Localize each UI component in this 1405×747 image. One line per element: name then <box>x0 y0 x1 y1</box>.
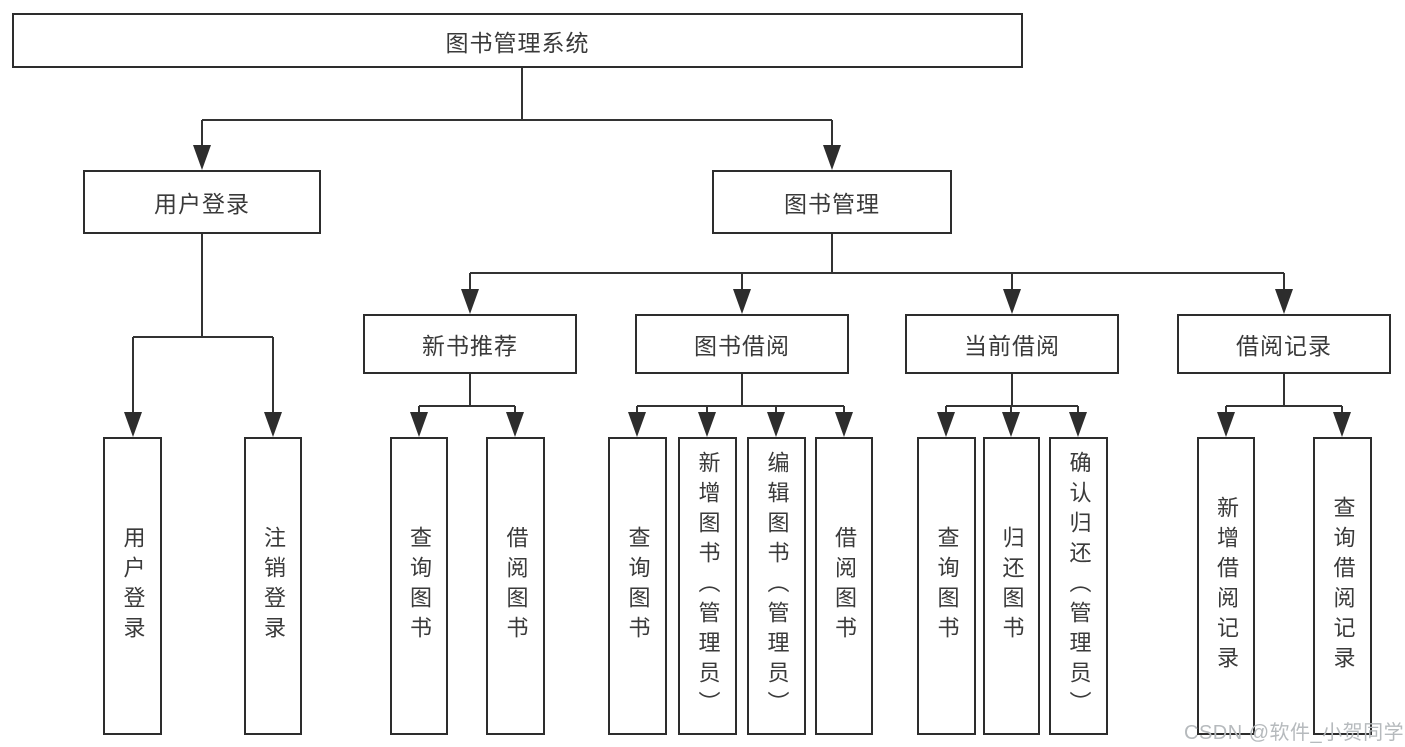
node-label: 借阅图书 <box>832 526 857 646</box>
node-label: 归还图书 <box>999 526 1025 646</box>
leaf-return-books: 归还图书 <box>983 437 1040 735</box>
node-label: 当前借阅 <box>964 333 1060 359</box>
node-label: 查询借阅记录 <box>1330 496 1356 676</box>
node-label: 编辑图书（管理员） <box>764 451 790 721</box>
node-label: 用户登录 <box>120 526 146 646</box>
connector-new-book-to-leaves <box>410 374 524 437</box>
node-library-management-system: 图书管理系统 <box>12 13 1023 68</box>
node-label: 查询图书 <box>625 526 651 646</box>
arrowhead-icon <box>1069 412 1087 437</box>
node-label: 图书借阅 <box>694 333 790 359</box>
node-user-login: 用户登录 <box>83 170 321 234</box>
leaf-add-books-admin: 新增图书（管理员） <box>678 437 737 735</box>
arrowhead-icon <box>193 145 211 170</box>
leaf-query-books-borrowing: 查询图书 <box>608 437 667 735</box>
leaf-user-login: 用户登录 <box>103 437 162 735</box>
node-label: 新增图书（管理员） <box>695 451 721 721</box>
arrowhead-icon <box>698 412 716 437</box>
node-label: 借阅图书 <box>503 526 529 646</box>
arrowhead-icon <box>628 412 646 437</box>
connector-book-borrow-to-leaves <box>628 374 853 437</box>
node-book-borrowing: 图书借阅 <box>635 314 849 374</box>
connector-borrow-records-to-leaves <box>1217 374 1351 437</box>
arrowhead-icon <box>410 412 428 437</box>
node-label: 新书推荐 <box>422 333 518 359</box>
node-new-book-recommendation: 新书推荐 <box>363 314 577 374</box>
leaf-add-borrow-record: 新增借阅记录 <box>1197 437 1255 735</box>
node-label: 用户登录 <box>154 191 250 217</box>
node-book-management: 图书管理 <box>712 170 952 234</box>
leaf-borrow-books-new-book: 借阅图书 <box>486 437 545 735</box>
node-label: 注销登录 <box>261 526 286 646</box>
arrowhead-icon <box>823 145 841 170</box>
connector-book-mgmt-to-level3 <box>461 234 1293 314</box>
arrowhead-icon <box>506 412 524 437</box>
leaf-logout: 注销登录 <box>244 437 302 735</box>
connector-root-to-level2 <box>193 68 841 170</box>
leaf-confirm-return-admin: 确认归还（管理员） <box>1049 437 1108 735</box>
arrowhead-icon <box>767 412 785 437</box>
connector-user-login-to-leaves <box>124 234 282 437</box>
arrowhead-icon <box>835 412 853 437</box>
node-label: 查询图书 <box>934 526 960 646</box>
arrowhead-icon <box>1333 412 1351 437</box>
csdn-watermark: CSDN @软件_小贺同学 <box>1184 722 1405 744</box>
arrowhead-icon <box>124 412 142 437</box>
leaf-edit-books-admin: 编辑图书（管理员） <box>747 437 806 735</box>
leaf-query-books-current: 查询图书 <box>917 437 976 735</box>
node-label: 查询图书 <box>407 526 432 646</box>
node-current-borrowing: 当前借阅 <box>905 314 1119 374</box>
arrowhead-icon <box>733 289 751 314</box>
node-label: 图书管理系统 <box>445 29 590 56</box>
arrowhead-icon <box>1275 289 1293 314</box>
arrowhead-icon <box>461 289 479 314</box>
node-label: 新增借阅记录 <box>1214 496 1239 676</box>
connector-current-borrow-to-leaves <box>937 374 1087 437</box>
arrowhead-icon <box>937 412 955 437</box>
arrowhead-icon <box>1002 412 1020 437</box>
leaf-borrow-books-borrowing: 借阅图书 <box>815 437 873 735</box>
arrowhead-icon <box>264 412 282 437</box>
arrowhead-icon <box>1217 412 1235 437</box>
node-label: 确认归还（管理员） <box>1066 451 1092 721</box>
arrowhead-icon <box>1003 289 1021 314</box>
node-label: 借阅记录 <box>1236 333 1332 359</box>
node-label: 图书管理 <box>784 191 880 217</box>
node-borrowing-records: 借阅记录 <box>1177 314 1391 374</box>
leaf-query-books-new-book: 查询图书 <box>390 437 448 735</box>
leaf-query-borrow-record: 查询借阅记录 <box>1313 437 1372 735</box>
